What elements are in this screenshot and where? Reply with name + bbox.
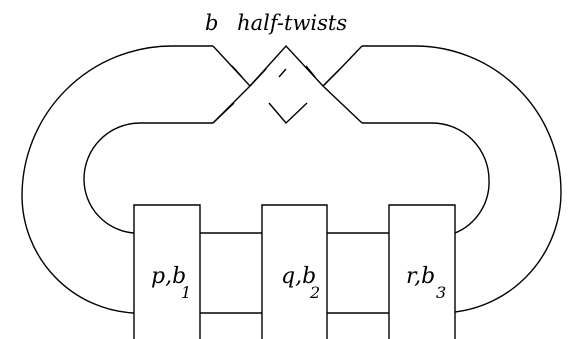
- inner-band-left-arc: [83, 122, 213, 234]
- twist-strand-broken-8: [322, 68, 341, 87]
- twist-strand-continuous-a: [212, 44, 363, 124]
- twist-strand-broken-1: [212, 102, 235, 124]
- box-1-label: p,b: [151, 264, 186, 289]
- box-1-b: b: [172, 264, 186, 289]
- box-1-var: p: [151, 264, 165, 289]
- twist-strand-broken-2: [249, 68, 267, 87]
- twist-strand-broken-6: [305, 65, 316, 78]
- box-1-sep: ,: [165, 264, 172, 289]
- box-2-var: q: [281, 264, 295, 289]
- outer-band-left-arc: [21, 45, 213, 314]
- box-2-sep: ,: [295, 264, 302, 289]
- outer-band-right-arc: [362, 45, 562, 313]
- tangle-box-3: [388, 204, 456, 339]
- box-3-subscript: 3: [436, 283, 446, 302]
- tangle-box-1: [133, 204, 201, 339]
- twist-strand-broken-4: [268, 102, 308, 125]
- diagram-title: b half-twists: [205, 11, 347, 35]
- box-2-subscript: 2: [309, 283, 320, 302]
- box-1-subscript: 1: [181, 283, 191, 302]
- twist-strand-broken-3: [231, 65, 243, 78]
- box-3-b: b: [421, 264, 435, 289]
- box-2-label: q,b: [281, 264, 316, 289]
- title-text: half-twists: [237, 11, 347, 35]
- box-2-b: b: [302, 264, 316, 289]
- title-variable: b: [205, 11, 218, 35]
- box-3-label: r,b: [406, 264, 435, 289]
- box-3-sep: ,: [414, 264, 421, 289]
- twist-strand-broken-5: [278, 68, 287, 78]
- inner-band-right-arc: [362, 122, 490, 234]
- tangle-box-2: [261, 204, 328, 339]
